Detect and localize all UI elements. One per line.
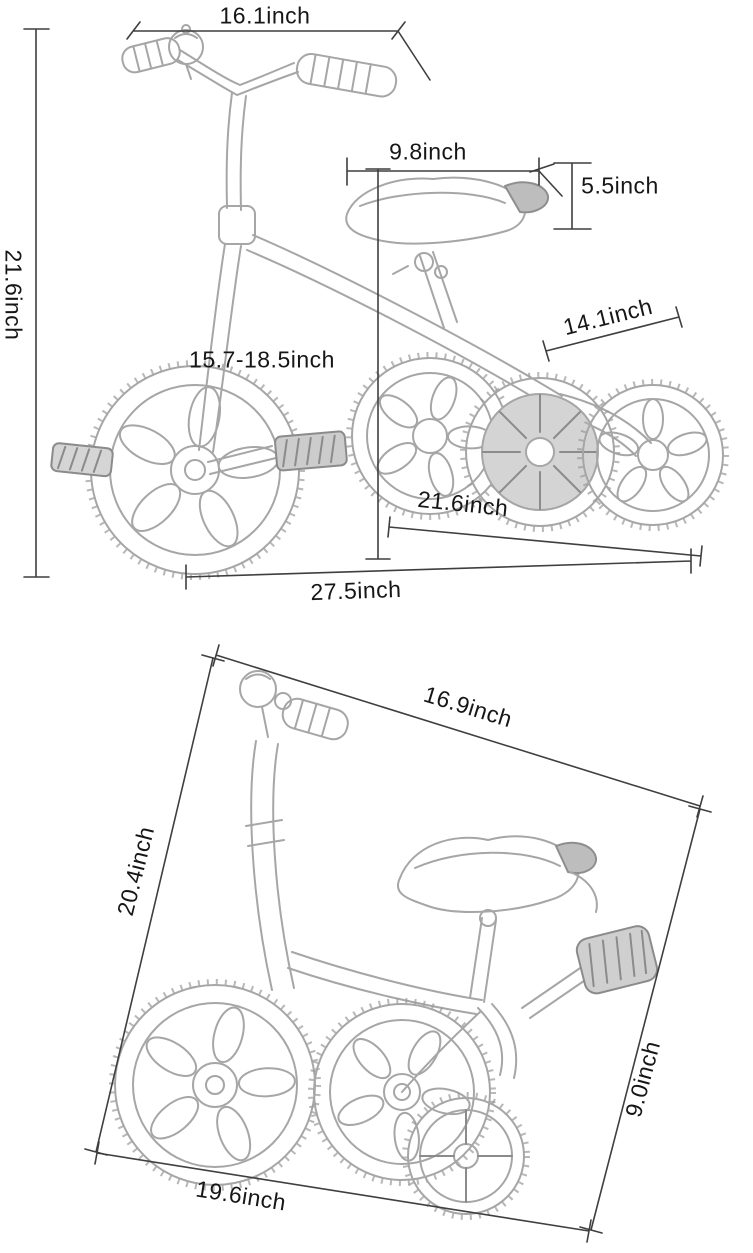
tricycle-sketch bbox=[50, 24, 729, 580]
right-pedal bbox=[274, 430, 348, 472]
dim-label-overall-height: 21.6inch bbox=[0, 249, 27, 341]
pedals bbox=[50, 430, 348, 478]
left-grip bbox=[121, 37, 181, 74]
saddle bbox=[345, 176, 550, 245]
dim-line-overall-length bbox=[185, 548, 692, 590]
folded-frame-beam bbox=[287, 951, 518, 1093]
folded-bell-icon bbox=[239, 670, 292, 738]
folded-seat-post bbox=[469, 909, 497, 1003]
seat-post bbox=[392, 251, 458, 329]
dim-label-seat-height-range: 15.7-18.5inch bbox=[189, 346, 335, 373]
folded-grip bbox=[281, 697, 349, 741]
front-wheel bbox=[85, 360, 305, 580]
head-tube bbox=[218, 92, 256, 245]
dim-label-seat-thickness: 5.5inch bbox=[581, 172, 659, 199]
dimension-lines-top bbox=[23, 21, 703, 590]
dim-label-handlebar-width: 16.1inch bbox=[219, 2, 311, 29]
folded-tricycle-sketch bbox=[109, 670, 659, 1220]
dim-line-seat-thickness bbox=[529, 162, 592, 230]
folded-rear-wheel bbox=[308, 998, 496, 1186]
folded-pedal bbox=[521, 925, 659, 1019]
right-grip bbox=[295, 52, 398, 98]
rear-wheel-middle bbox=[460, 372, 620, 532]
dim-line-seat-height-range bbox=[365, 168, 391, 560]
folded-front-wheel bbox=[109, 979, 321, 1191]
dim-line-folded-right bbox=[579, 805, 712, 1234]
handlebar bbox=[177, 49, 299, 96]
dim-label-seat-length: 9.8inch bbox=[389, 138, 467, 165]
folded-small-wheel bbox=[402, 1092, 530, 1220]
left-pedal bbox=[50, 442, 114, 478]
dim-line-handlebar-width bbox=[126, 21, 431, 81]
dim-line-rear-diagonal bbox=[387, 516, 703, 567]
dim-line-folded-top bbox=[212, 644, 704, 818]
dim-line-overall-height bbox=[23, 28, 50, 578]
dimension-lines-bottom bbox=[84, 644, 712, 1243]
folded-head-tube bbox=[245, 740, 295, 991]
dim-label-overall-length: 27.5inch bbox=[310, 575, 402, 606]
rear-wheel-far bbox=[577, 379, 729, 531]
dim-line-folded-left bbox=[84, 654, 225, 1156]
dim-line-seat-length bbox=[346, 157, 563, 197]
dim-line-folded-bottom bbox=[94, 1141, 592, 1243]
folded-saddle bbox=[397, 835, 598, 913]
dim-line-rear-track bbox=[542, 306, 683, 362]
